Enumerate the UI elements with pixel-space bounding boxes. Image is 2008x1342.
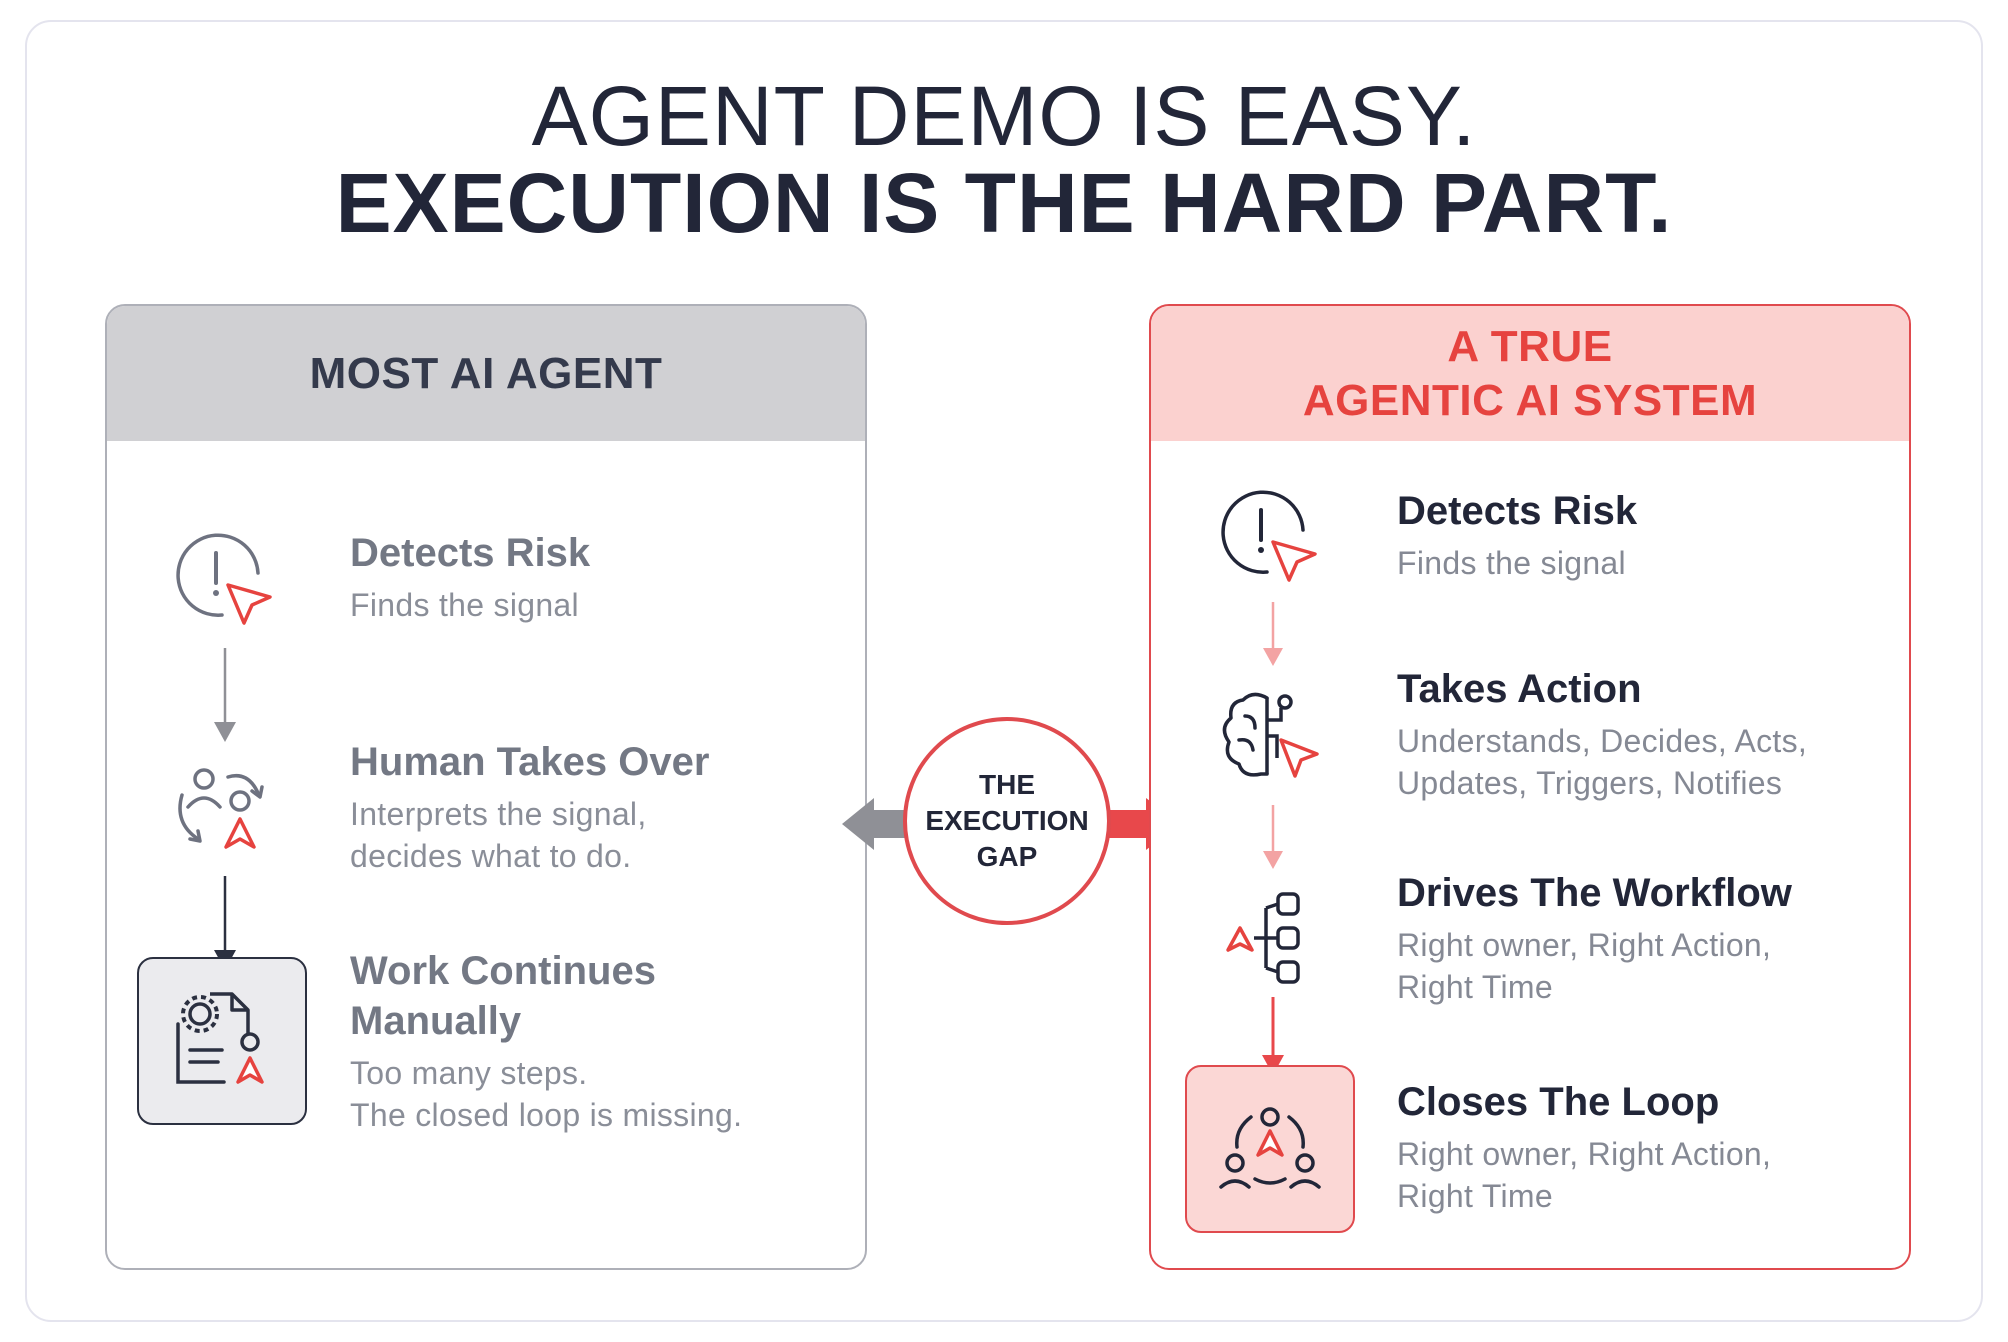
workflow-icon xyxy=(1226,892,1300,984)
gap-label-line-3: GAP xyxy=(976,841,1038,872)
flow-arrow-down xyxy=(214,648,236,742)
right-step-3-title: Drives The Workflow xyxy=(1397,871,1792,915)
left-step-2-desc-line-1: Interprets the signal, xyxy=(350,796,647,832)
left-step-2-desc-line-2: decides what to do. xyxy=(350,838,632,874)
alert-cursor-icon xyxy=(176,533,272,625)
gap-label-line-2: EXECUTION xyxy=(925,805,1089,836)
right-step-2-title: Takes Action xyxy=(1397,667,1642,711)
right-step-1-title: Detects Risk xyxy=(1397,489,1638,533)
right-step-4-title: Closes The Loop xyxy=(1397,1080,1720,1124)
right-step-2-desc-line-2: Updates, Triggers, Notifies xyxy=(1397,765,1783,801)
manual-document-icon xyxy=(176,992,264,1084)
manual-work-icon-box xyxy=(137,957,307,1125)
flow-arrow-down xyxy=(1263,602,1283,666)
left-step-3-title-line-2: Manually xyxy=(350,999,522,1043)
alert-cursor-icon xyxy=(1221,490,1317,582)
brain-action-icon xyxy=(1222,692,1319,778)
left-step-1-title: Detects Risk xyxy=(350,531,591,575)
right-step-3-desc-line-2: Right Time xyxy=(1397,969,1553,1005)
right-step-2-desc-line-1: Understands, Decides, Acts, xyxy=(1397,723,1808,759)
right-panel-header-line-1: A TRUE xyxy=(1447,321,1613,371)
left-step-3-desc-line-1: Too many steps. xyxy=(350,1055,588,1091)
right-step-3-desc-line-1: Right owner, Right Action, xyxy=(1397,927,1772,963)
title-line-1: AGENT DEMO IS EASY. xyxy=(531,69,1477,163)
flow-arrow-down xyxy=(1263,805,1283,869)
left-step-2-title: Human Takes Over xyxy=(350,740,710,784)
left-panel-header-text: MOST AI AGENT xyxy=(309,348,663,398)
left-step-3-title-line-1: Work Continues xyxy=(350,949,656,993)
right-panel-header: A TRUE AGENTIC AI SYSTEM xyxy=(1151,306,1909,441)
left-step-3-desc-line-2: The closed loop is missing. xyxy=(350,1097,743,1133)
right-step-4-desc-line-2: Right Time xyxy=(1397,1178,1553,1214)
right-step-1-desc: Finds the signal xyxy=(1397,545,1626,581)
left-panel-header: MOST AI AGENT xyxy=(107,306,865,441)
team-loop-icon xyxy=(1219,1107,1321,1189)
human-handoff-icon xyxy=(178,768,264,849)
execution-gap-circle: THE EXECUTION GAP xyxy=(903,717,1111,925)
gap-arrow-left xyxy=(842,798,914,850)
gap-label-line-1: THE xyxy=(979,769,1035,800)
title-line-2: EXECUTION IS THE HARD PART. xyxy=(335,156,1673,250)
right-step-4-desc-line-1: Right owner, Right Action, xyxy=(1397,1136,1772,1172)
right-panel-header-line-2: AGENTIC AI SYSTEM xyxy=(1302,375,1758,425)
left-step-1-desc: Finds the signal xyxy=(350,587,579,623)
